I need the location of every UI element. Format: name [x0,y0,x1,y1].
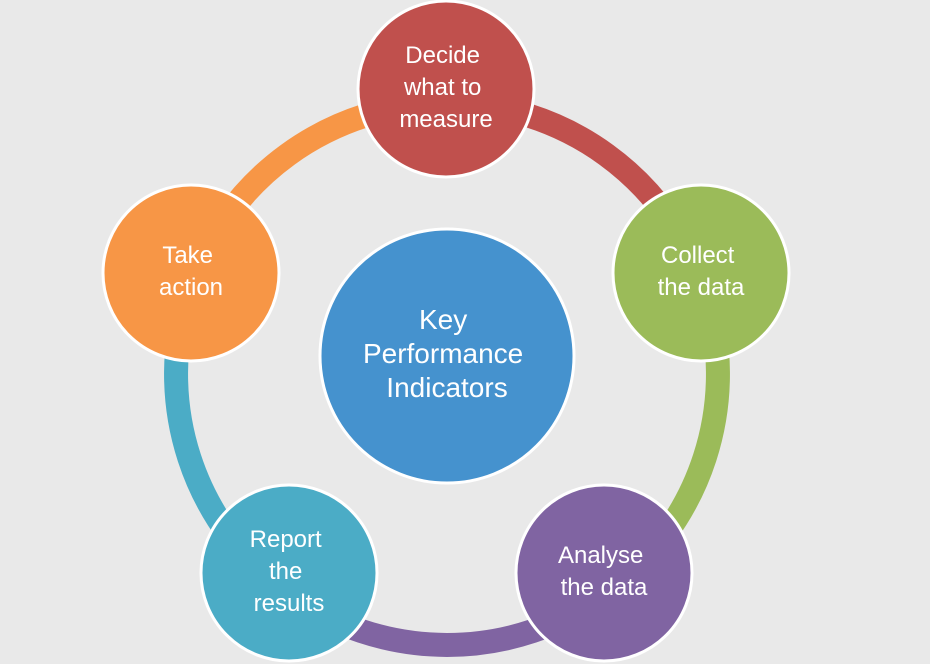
center-label-line: Performance [363,338,523,369]
step-label-line: the data [658,274,745,301]
step-label-line: the [269,558,302,585]
step-circle [101,183,281,363]
step-circle [199,483,379,663]
step-circle [356,0,536,179]
step-label-line: Collect [661,242,735,269]
step-label-line: Analyse [558,542,643,569]
step-label: Take action [159,242,223,301]
step-label-line: Decide [405,42,480,69]
step-label: Report the results [250,526,329,617]
step-label-line: Report [250,526,322,553]
center-label: Key Performance Indicators [363,304,531,403]
step-collect-the-data: Collect the data [611,183,791,363]
step-label-line: results [254,590,325,617]
step-label-line: Take [162,242,213,269]
step-label-line: measure [399,106,492,133]
step-label: Collect the data [658,242,745,301]
step-label-line: action [159,274,223,301]
center-circle [318,227,576,485]
step-label: Analyse the data [558,542,650,601]
center-label-line: Indicators [386,372,507,403]
step-label-line: the data [561,574,648,601]
step-label: Decide what to measure [399,42,492,133]
step-circle [611,183,791,363]
step-report-the-results: Report the results [199,483,379,663]
step-label-line: what to [403,74,481,101]
center-label-line: Key [419,304,467,335]
step-analyse-the-data: Analyse the data [514,483,694,663]
step-take-action: Take action [101,183,281,363]
step-decide-what-to-measure: Decide what to measure [356,0,536,179]
center-node: Key Performance Indicators [318,227,576,485]
step-circle [514,483,694,663]
